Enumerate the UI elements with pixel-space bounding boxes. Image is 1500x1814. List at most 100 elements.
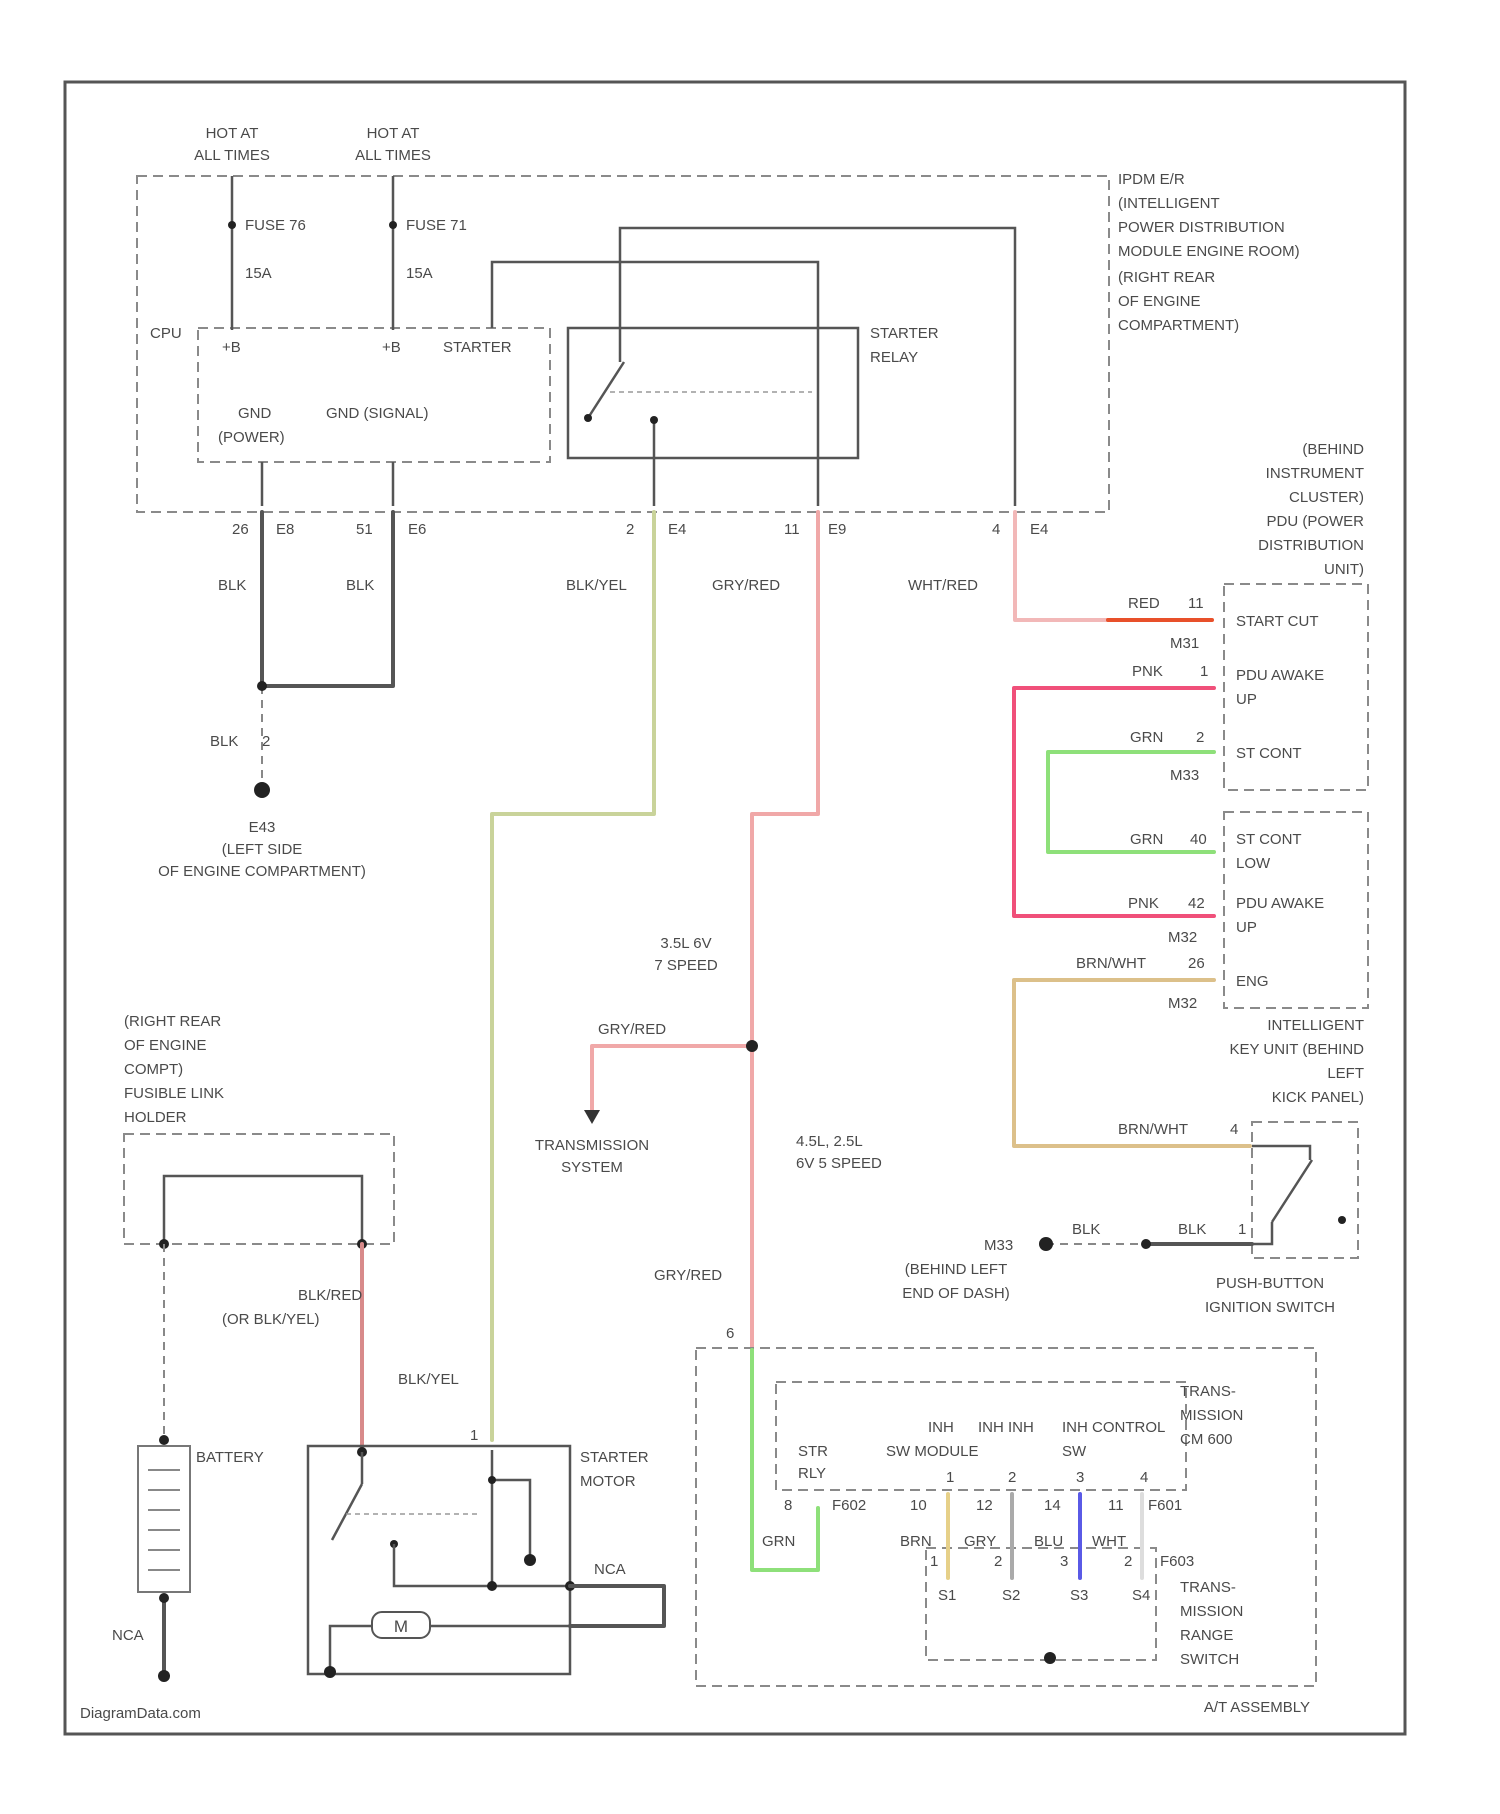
push-switch-arm [1272, 1160, 1312, 1222]
inh-header-a: INH [928, 1419, 954, 1436]
push-ground [1039, 1237, 1053, 1251]
svg-text:1: 1 [930, 1553, 938, 1570]
fuse-76-name: FUSE 76 [245, 217, 306, 234]
push-label-a: PUSH-BUTTON [1216, 1275, 1324, 1292]
svg-text:MISSION: MISSION [1180, 1603, 1243, 1620]
svg-text:OF ENGINE: OF ENGINE [1118, 293, 1201, 310]
push-ground-a: (BEHIND LEFT [905, 1261, 1008, 1278]
svg-text:COMPARTMENT): COMPARTMENT) [1118, 317, 1239, 334]
starter-junction [487, 1581, 497, 1591]
starter-relay-box [568, 328, 858, 458]
svg-text:10: 10 [910, 1497, 927, 1514]
key-unit-label: INTELLIGENT KEY UNIT (BEHIND LEFT KICK P… [1230, 1017, 1365, 1106]
svg-text:11: 11 [1108, 1497, 1124, 1514]
motor-ground-lead [330, 1626, 372, 1672]
svg-text:POWER DISTRIBUTION: POWER DISTRIBUTION [1118, 219, 1285, 236]
push-switch-top [1252, 1146, 1310, 1160]
starter-coil-dot [488, 1476, 496, 1484]
starter-pin: 1 [470, 1427, 478, 1444]
svg-text:14: 14 [1044, 1497, 1061, 1514]
gry-red-branch-label: GRY/RED [598, 1021, 666, 1038]
push-m33: M33 [984, 1237, 1013, 1254]
svg-text:11: 11 [784, 521, 800, 538]
blk-yel-wire [492, 512, 654, 1440]
svg-text:2: 2 [626, 521, 634, 538]
at-connectors: S1 S2 S3 S4 [938, 1587, 1150, 1604]
push-label-b: IGNITION SWITCH [1205, 1299, 1335, 1316]
red-label: RED [1128, 595, 1160, 612]
motor-m: M [394, 1617, 408, 1636]
pdu-wake-1b: UP [1236, 691, 1257, 708]
svg-text:SWITCH: SWITCH [1180, 1651, 1239, 1668]
svg-text:OF ENGINE: OF ENGINE [124, 1037, 207, 1054]
fuse-76-dot [228, 221, 236, 229]
f602-label: F602 [832, 1497, 866, 1514]
footer-watermark: DiagramData.com [80, 1705, 201, 1722]
starter-label-b: MOTOR [580, 1473, 636, 1490]
svg-text:GRY: GRY [964, 1533, 996, 1550]
svg-text:51: 51 [356, 521, 373, 538]
svg-text:2: 2 [1124, 1553, 1132, 1570]
gry-red-wire [752, 512, 818, 1350]
fusible-link [164, 1176, 362, 1244]
blk-red-b: (OR BLK/YEL) [222, 1311, 320, 1328]
pdu-wake-2a: PDU AWAKE [1236, 895, 1324, 912]
starter-label-a: STARTER [580, 1449, 649, 1466]
pnk-label: PNK [1132, 663, 1163, 680]
push-switch-contact [1338, 1216, 1346, 1224]
svg-text:(INTELLIGENT: (INTELLIGENT [1118, 195, 1220, 212]
m33-label: M33 [1170, 767, 1199, 784]
m32-label: M32 [1168, 929, 1197, 946]
relay-switch-arm [588, 362, 624, 418]
svg-text:KEY UNIT (BEHIND: KEY UNIT (BEHIND [1230, 1041, 1365, 1058]
svg-text:FUSIBLE LINK: FUSIBLE LINK [124, 1085, 224, 1102]
trans-arrow [584, 1110, 600, 1124]
svg-text:12: 12 [976, 1497, 993, 1514]
svg-text:2: 2 [994, 1553, 1002, 1570]
pnk2-label: PNK [1128, 895, 1159, 912]
e43-b: (LEFT SIDE [222, 841, 303, 858]
e43-a: E43 [249, 819, 276, 836]
gnd-power-a: GND [238, 405, 272, 422]
start-cut-label: START CUT [1236, 613, 1319, 630]
hot-label-2b: ALL TIMES [355, 147, 431, 164]
at-nums-b: 1 2 3 2 [930, 1553, 1132, 1570]
svg-text:S4: S4 [1132, 1587, 1150, 1604]
svg-text:HOLDER: HOLDER [124, 1109, 187, 1126]
gnd-pin: 2 [262, 733, 270, 750]
push-pin1: 1 [1238, 1221, 1246, 1238]
b1-label: +B [222, 339, 241, 356]
svg-text:COMPT): COMPT) [124, 1061, 183, 1078]
fuse-71-name: FUSE 71 [406, 217, 467, 234]
svg-text:MODULE ENGINE ROOM): MODULE ENGINE ROOM) [1118, 243, 1300, 260]
svg-text:BLU: BLU [1034, 1533, 1063, 1550]
fuse-76-rating: 15A [245, 265, 272, 282]
st-cont-label: ST CONT [1236, 745, 1302, 762]
f603-label: F603 [1160, 1553, 1194, 1570]
svg-text:TRANS-: TRANS- [1180, 1579, 1236, 1596]
svg-text:S1: S1 [938, 1587, 956, 1604]
engine-a-2: 7 SPEED [654, 957, 718, 974]
m31-label: M31 [1170, 635, 1199, 652]
blk-ground-splice [257, 681, 267, 691]
at-assembly-label: A/T ASSEMBLY [1204, 1699, 1310, 1716]
svg-text:26: 26 [232, 521, 249, 538]
push-blk-2: BLK [1178, 1221, 1206, 1238]
svg-text:TRANS-: TRANS- [1180, 1383, 1236, 1400]
fusible-label: (RIGHT REAR OF ENGINE COMPT) FUSIBLE LIN… [124, 1013, 224, 1126]
fuse-71-rating: 15A [406, 265, 433, 282]
f601-label: F601 [1148, 1497, 1182, 1514]
st-cont-low-a: ST CONT [1236, 831, 1302, 848]
at-grn-label: GRN [762, 1533, 795, 1550]
push-pin4: 4 [1230, 1121, 1238, 1138]
svg-text:WHT: WHT [1092, 1533, 1126, 1550]
wht-red-wire [1015, 512, 1108, 620]
blk-label-2: BLK [346, 577, 374, 594]
brn-wht-label: BRN/WHT [1076, 955, 1146, 972]
gnd-signal: GND (SIGNAL) [326, 405, 429, 422]
svg-text:E9: E9 [828, 521, 846, 538]
blk-label-1: BLK [218, 577, 246, 594]
svg-text:INSTRUMENT: INSTRUMENT [1266, 465, 1364, 482]
svg-text:(RIGHT REAR: (RIGHT REAR [1118, 269, 1215, 286]
